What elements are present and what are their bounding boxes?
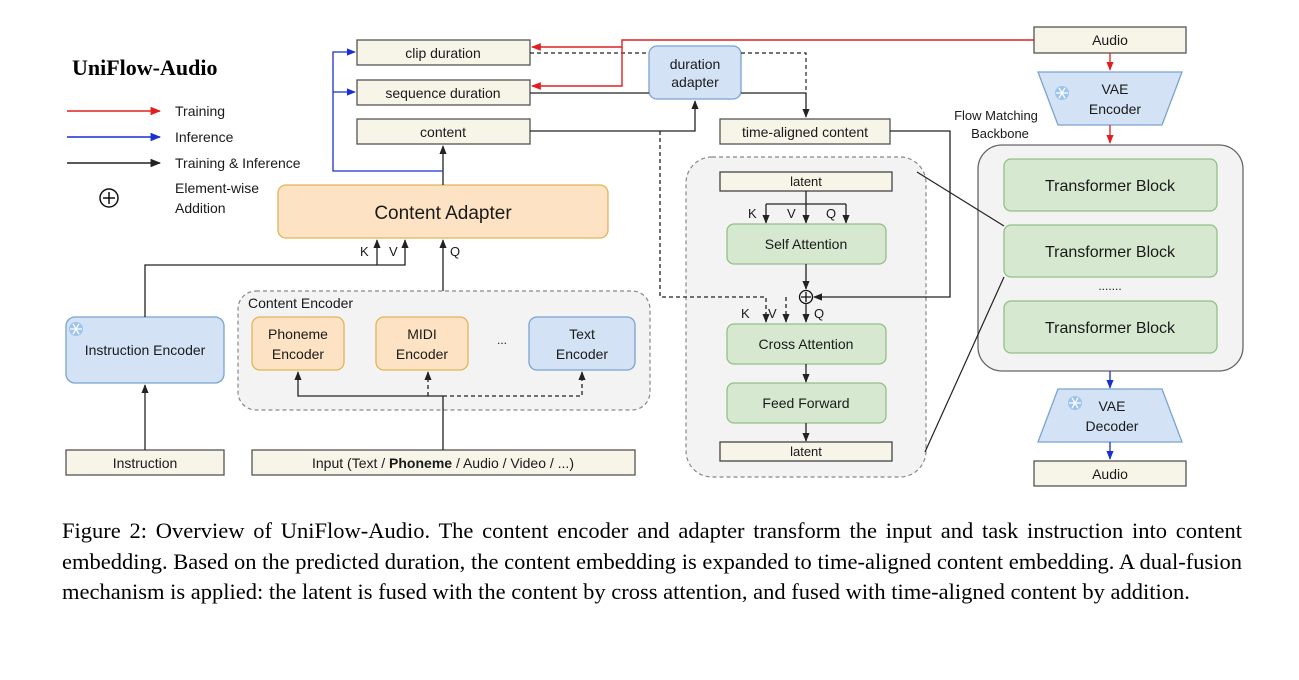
instruction-box bbox=[65, 449, 225, 476]
vae-decoder-label-2: Decoder bbox=[1086, 418, 1139, 434]
text-encoder-label-2: Encoder bbox=[556, 346, 608, 362]
transformer-block-label: Transformer Block bbox=[1045, 178, 1176, 195]
architecture-diagram: UniFlow-Audio Training Inference Trainin… bbox=[65, 26, 1244, 487]
time-aligned-content-label: time-aligned content bbox=[742, 124, 868, 140]
instruction-label: Instruction bbox=[113, 455, 178, 471]
instruction-encoder-label: Instruction Encoder bbox=[85, 342, 206, 358]
more-blocks-dots: ....... bbox=[1098, 279, 1121, 293]
audio-input-label: Audio bbox=[1092, 32, 1128, 48]
vae-encoder-shape bbox=[1037, 71, 1183, 126]
transformer-block-3 bbox=[1003, 300, 1218, 354]
duration-adapter-label-1: duration bbox=[670, 56, 721, 72]
phoneme-encoder-label-2: Encoder bbox=[272, 346, 324, 362]
midi-encoder-label-2: Encoder bbox=[396, 346, 448, 362]
content-adapter-label: Content Adapter bbox=[374, 203, 512, 224]
legend-addition-label-1: Element-wise bbox=[175, 180, 259, 196]
midi-encoder-label-1: MIDI bbox=[407, 326, 437, 342]
clip-duration-box bbox=[356, 39, 531, 66]
audio-output-label: Audio bbox=[1092, 466, 1128, 482]
diagram-title: UniFlow-Audio bbox=[72, 55, 217, 80]
adapter-k-label: K bbox=[360, 244, 369, 259]
legend-training-label: Training bbox=[175, 103, 225, 119]
cross-attn-q-label: Q bbox=[814, 306, 824, 321]
time-aligned-content-box bbox=[719, 118, 891, 145]
content-label: content bbox=[420, 124, 466, 140]
transformer-block-label: Transformer Block bbox=[1045, 320, 1176, 337]
text-encoder-box bbox=[528, 316, 636, 371]
latent-output-box bbox=[719, 441, 893, 462]
cross-attn-v-label: V bbox=[768, 306, 777, 321]
cross-attention-label: Cross Attention bbox=[759, 336, 854, 352]
self-attention-label: Self Attention bbox=[765, 236, 848, 252]
text-encoder-label-1: Text bbox=[569, 326, 595, 342]
latent-input-label: latent bbox=[790, 174, 822, 189]
content-encoder-label: Content Encoder bbox=[248, 295, 353, 311]
vae-decoder-shape bbox=[1037, 388, 1183, 443]
phoneme-encoder-label-1: Phoneme bbox=[268, 326, 328, 342]
vae-decoder-label-1: VAE bbox=[1099, 398, 1126, 414]
audio-output-box bbox=[1033, 460, 1187, 487]
duration-adapter-label-2: adapter bbox=[671, 74, 719, 90]
sequence-duration-box bbox=[356, 79, 531, 106]
legend-addition-label-2: Addition bbox=[175, 200, 226, 216]
self-attn-q-label: Q bbox=[826, 206, 836, 221]
addition-node-icon bbox=[798, 289, 814, 305]
midi-encoder-box bbox=[375, 316, 469, 371]
cross-attn-k-label: K bbox=[741, 306, 750, 321]
flow-matching-label-1: Flow Matching bbox=[954, 108, 1038, 123]
feed-forward-label: Feed Forward bbox=[762, 395, 849, 411]
frozen-snowflake-icon bbox=[68, 321, 84, 337]
latent-output-label: latent bbox=[790, 444, 822, 459]
frozen-snowflake-icon bbox=[1067, 395, 1083, 411]
adapter-q-label: Q bbox=[450, 244, 460, 259]
phoneme-encoder-box bbox=[251, 316, 345, 371]
self-attn-k-label: K bbox=[748, 206, 757, 221]
legend-inference-label: Inference bbox=[175, 129, 234, 145]
sequence-duration-label: sequence duration bbox=[385, 85, 500, 101]
transformer-block-label: Transformer Block bbox=[1045, 244, 1176, 261]
transformer-block-1 bbox=[1003, 158, 1218, 212]
frozen-snowflake-icon bbox=[1054, 85, 1070, 101]
legend-both-label: Training & Inference bbox=[175, 155, 301, 171]
self-attn-v-label: V bbox=[787, 206, 796, 221]
more-encoders-ellipsis: ... bbox=[497, 333, 507, 347]
adapter-v-label: V bbox=[389, 244, 398, 259]
flow-matching-label-2: Backbone bbox=[971, 126, 1029, 141]
addition-icon bbox=[99, 188, 119, 208]
clip-duration-label: clip duration bbox=[405, 45, 481, 61]
input-modalities-label: Input (Text / Phoneme / Audio / Video / … bbox=[312, 455, 574, 471]
vae-encoder-label-1: VAE bbox=[1102, 81, 1129, 97]
figure-caption: Figure 2: Overview of UniFlow-Audio. The… bbox=[62, 518, 1242, 604]
legend: Training Inference Training & Inference … bbox=[67, 103, 301, 216]
duration-adapter-box bbox=[648, 45, 742, 100]
transformer-block-2 bbox=[1003, 224, 1218, 278]
vae-encoder-label-2: Encoder bbox=[1089, 101, 1141, 117]
